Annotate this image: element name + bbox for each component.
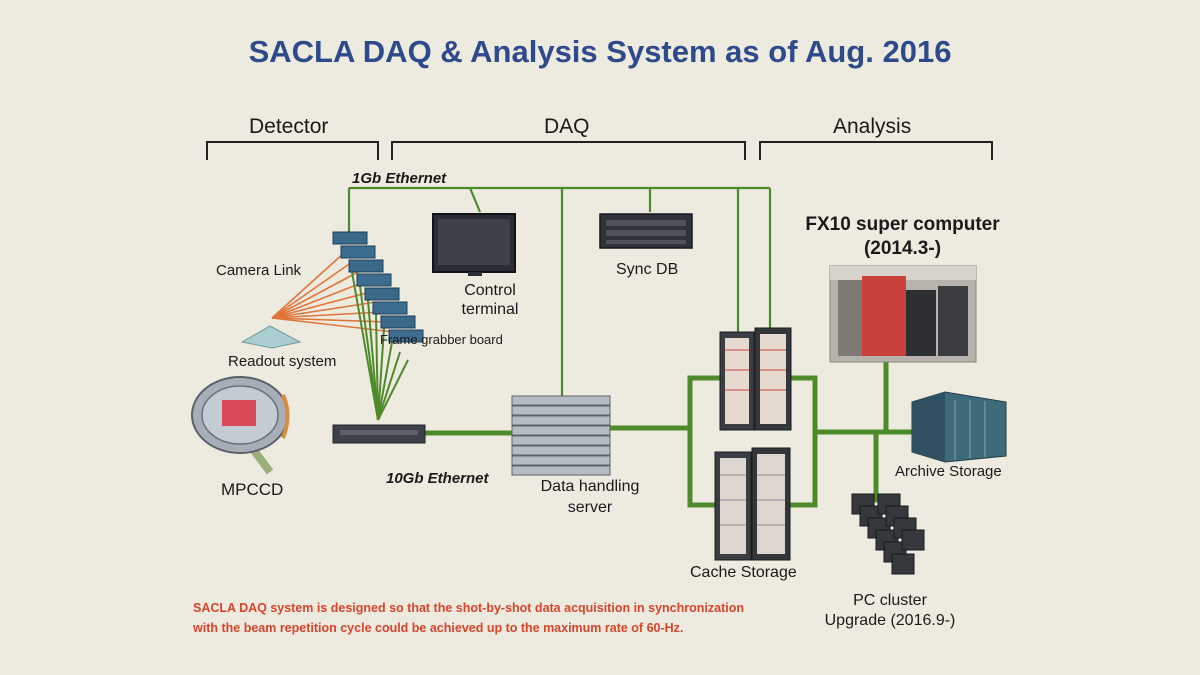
readout-system-label: Readout system bbox=[228, 353, 337, 370]
cache-storage-rack-bottom bbox=[714, 447, 791, 561]
cache-storage-label: Cache Storage bbox=[690, 564, 797, 581]
ethernet-1gb-label: 1Gb Ethernet bbox=[352, 170, 447, 187]
frame-grabber-label: Frame grabber board bbox=[380, 332, 503, 347]
fx10-label-line2: (2014.3-) bbox=[863, 238, 942, 259]
1gb-ethernet-lines bbox=[347, 186, 772, 398]
readout-system-box bbox=[240, 325, 302, 349]
data-handling-label-line1: Data handling bbox=[540, 478, 640, 495]
fx10-label-line1: FX10 super computer bbox=[805, 214, 1000, 235]
grabber-to-switch-cables bbox=[351, 271, 409, 421]
section-daq-label: DAQ bbox=[544, 115, 590, 138]
system-note-line2: with the beam repetition cycle could be … bbox=[193, 621, 684, 635]
data-handling-label-line2: server bbox=[567, 499, 613, 516]
camera-link-label: Camera Link bbox=[216, 262, 302, 279]
ethernet-10gb-label: 10Gb Ethernet bbox=[386, 470, 489, 487]
sync-db-server bbox=[599, 213, 693, 249]
fx10-supercomputer-photo bbox=[829, 265, 977, 363]
control-terminal-label-line2: terminal bbox=[461, 301, 519, 318]
system-note-line1: SACLA DAQ system is designed so that the… bbox=[193, 601, 744, 615]
mpccd-label: MPCCD bbox=[221, 480, 284, 499]
section-detector-label: Detector bbox=[249, 115, 329, 138]
daq-bracket bbox=[391, 141, 746, 160]
analysis-bracket bbox=[759, 141, 993, 160]
page-title: SACLA DAQ & Analysis System as of Aug. 2… bbox=[248, 34, 952, 69]
frame-grabber-boards bbox=[332, 231, 424, 343]
section-analysis-label: Analysis bbox=[833, 115, 912, 138]
10gb-ethernet-lines bbox=[422, 359, 915, 508]
pc-cluster-label-line2: Upgrade (2016.9-) bbox=[824, 612, 956, 629]
system-note: SACLA DAQ system is designed so that the… bbox=[193, 598, 833, 638]
control-terminal-label-line1: Control bbox=[464, 282, 516, 299]
pc-cluster-label-line1: PC cluster bbox=[853, 592, 927, 609]
archive-storage-box bbox=[911, 391, 1007, 463]
detector-bracket bbox=[206, 141, 379, 160]
mpccd-detector bbox=[191, 376, 290, 475]
pc-cluster-nodes bbox=[851, 493, 925, 575]
cache-storage-rack-top bbox=[719, 327, 792, 431]
sync-db-label: Sync DB bbox=[616, 261, 679, 278]
data-handling-server-stack bbox=[511, 395, 611, 476]
network-switch bbox=[332, 424, 426, 444]
control-terminal-monitor bbox=[432, 213, 516, 276]
archive-storage-label: Archive Storage bbox=[895, 463, 1002, 480]
